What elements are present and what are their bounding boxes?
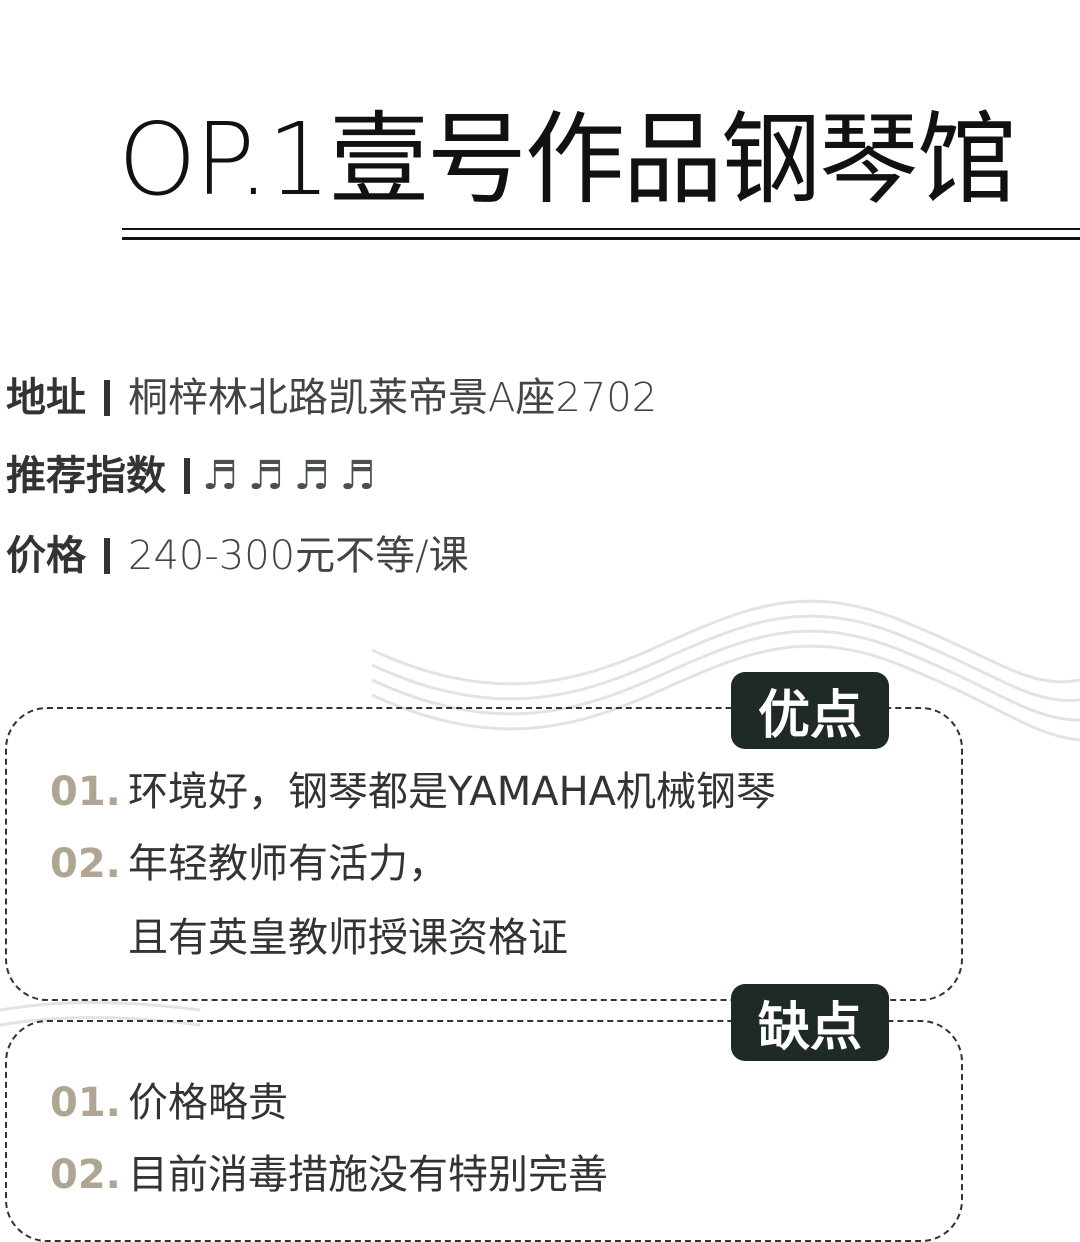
item-text: 年轻教师有活力，	[128, 841, 448, 887]
divider	[104, 380, 110, 416]
address-value: 桐梓林北路凯莱帝景A座2702	[128, 375, 658, 421]
cons-item: 01.价格略贵	[50, 1078, 288, 1128]
title-underline	[122, 228, 1080, 230]
price-label: 价格	[6, 533, 86, 579]
page-title: OP.1壹号作品钢琴馆	[118, 101, 1017, 218]
music-note-icon: ♬	[293, 453, 330, 499]
music-note-icon: ♬	[202, 453, 238, 499]
price-value: 240-300元不等/课	[128, 533, 469, 579]
item-text: 环境好，钢琴都是YAMAHA机械钢琴	[128, 769, 777, 815]
pros-item-continuation: 且有英皇教师授课资格证	[128, 915, 568, 961]
item-number: 01.	[50, 1080, 121, 1126]
item-text: 价格略贵	[128, 1080, 288, 1126]
address-row: 地址 桐梓林北路凯莱帝景A座2702	[6, 373, 657, 423]
pros-box	[5, 707, 963, 1001]
divider	[104, 538, 110, 574]
rating-label: 推荐指数	[6, 453, 166, 499]
item-number: 01.	[50, 769, 121, 815]
rating-row: 推荐指数 ♬♬♬♬	[6, 451, 385, 501]
item-number: 02.	[50, 1152, 121, 1198]
cons-box	[5, 1020, 963, 1242]
address-label: 地址	[6, 375, 86, 421]
item-number: 02.	[50, 841, 121, 887]
pros-item: 01.环境好，钢琴都是YAMAHA机械钢琴	[50, 767, 776, 817]
price-row: 价格 240-300元不等/课	[6, 531, 469, 581]
title-underline	[122, 237, 1080, 240]
cons-badge: 缺点	[731, 984, 889, 1061]
cons-item: 02.目前消毒措施没有特别完善	[50, 1150, 608, 1200]
rating-notes: ♬♬♬♬	[202, 451, 385, 501]
item-text: 目前消毒措施没有特别完善	[128, 1152, 608, 1198]
pros-badge: 优点	[731, 672, 889, 749]
music-note-icon: ♬	[339, 453, 376, 499]
music-note-icon: ♬	[247, 453, 284, 499]
divider	[184, 458, 190, 494]
pros-item: 02.年轻教师有活力，	[50, 839, 448, 889]
